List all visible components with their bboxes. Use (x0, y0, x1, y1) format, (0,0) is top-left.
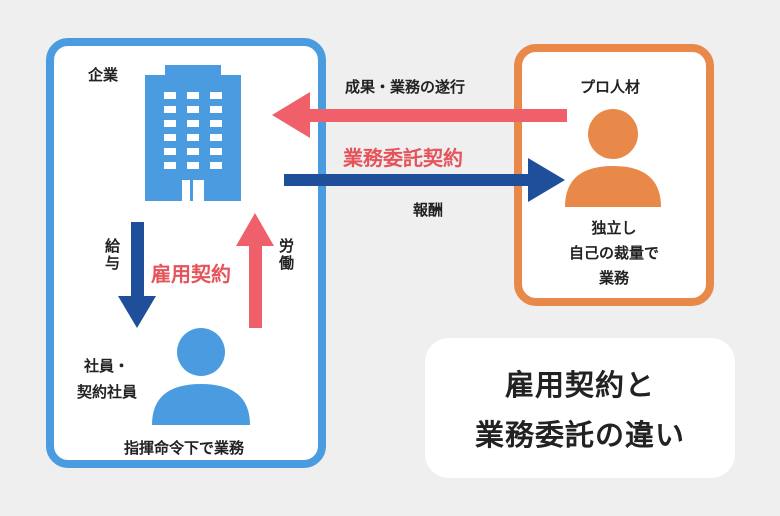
deliverables-label: 成果・業務の遂行 (345, 78, 466, 96)
employee-label-line2: 契約社員 (77, 383, 138, 401)
outsourcing-contract-label: 業務委託契約 (343, 146, 463, 170)
title-card (425, 338, 735, 478)
company-label: 企業 (88, 66, 119, 84)
pro-desc-line1: 独立し (591, 219, 637, 237)
deliverables-arrow (272, 92, 567, 138)
employment-contract-label: 雇用契約 (151, 262, 231, 286)
labor-label: 労働 (277, 238, 295, 272)
title-line2: 業務委託の違い (474, 418, 685, 452)
wage-arrow (118, 222, 156, 328)
employee-person-icon (152, 328, 250, 425)
compensation-label: 報酬 (413, 201, 444, 219)
employee-work-label: 指揮命令下で業務 (124, 439, 245, 457)
pro-person-icon (565, 109, 661, 207)
pro-desc-line2: 自己の裁量で (568, 244, 659, 262)
building-icon (145, 65, 241, 201)
pro-label: プロ人材 (580, 78, 641, 96)
labor-arrow (236, 213, 274, 328)
employee-label-line1: 社員・ (84, 357, 130, 375)
pro-desc-line3: 業務 (598, 269, 629, 287)
title-line1: 雇用契約と (504, 368, 655, 402)
wage-label: 給与 (103, 238, 121, 272)
compensation-arrow (284, 158, 565, 202)
